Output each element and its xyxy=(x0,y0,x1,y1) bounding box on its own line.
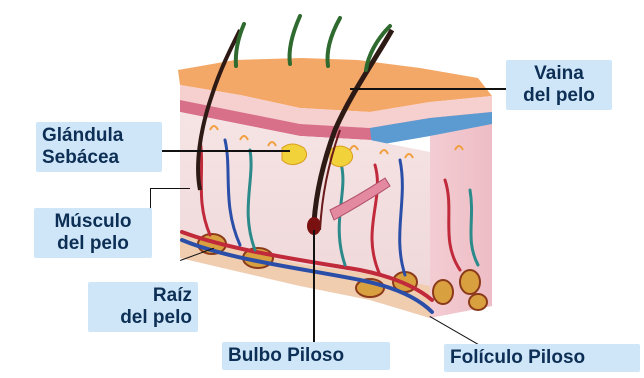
label-musculo-del-pelo: Músculo del pelo xyxy=(34,208,152,258)
pointer-bulbo xyxy=(313,230,315,344)
label-musculo-line1: Músculo xyxy=(40,211,146,233)
pointer-glandula xyxy=(162,150,290,152)
label-musculo-line2: del pelo xyxy=(40,233,146,255)
label-vaina-line1: Vaina xyxy=(512,63,606,85)
label-raiz-line2: del pelo xyxy=(94,307,192,329)
pointer-vaina xyxy=(350,88,510,90)
pointer-musculo-h xyxy=(150,188,190,189)
label-raiz-del-pelo: Raíz del pelo xyxy=(88,282,198,332)
label-vaina-line2: del pelo xyxy=(512,85,606,107)
label-vaina-del-pelo: Vaina del pelo xyxy=(506,60,612,110)
label-bulbo-piloso: Bulbo Piloso xyxy=(222,342,390,370)
label-glandula-line2: Sebácea xyxy=(42,147,156,169)
label-foliculo-piloso: Folículo Piloso xyxy=(444,344,640,372)
label-glandula-sebacea: Glándula Sebácea xyxy=(36,122,162,172)
label-raiz-line1: Raíz xyxy=(94,285,192,307)
label-glandula-line1: Glándula xyxy=(42,125,156,147)
